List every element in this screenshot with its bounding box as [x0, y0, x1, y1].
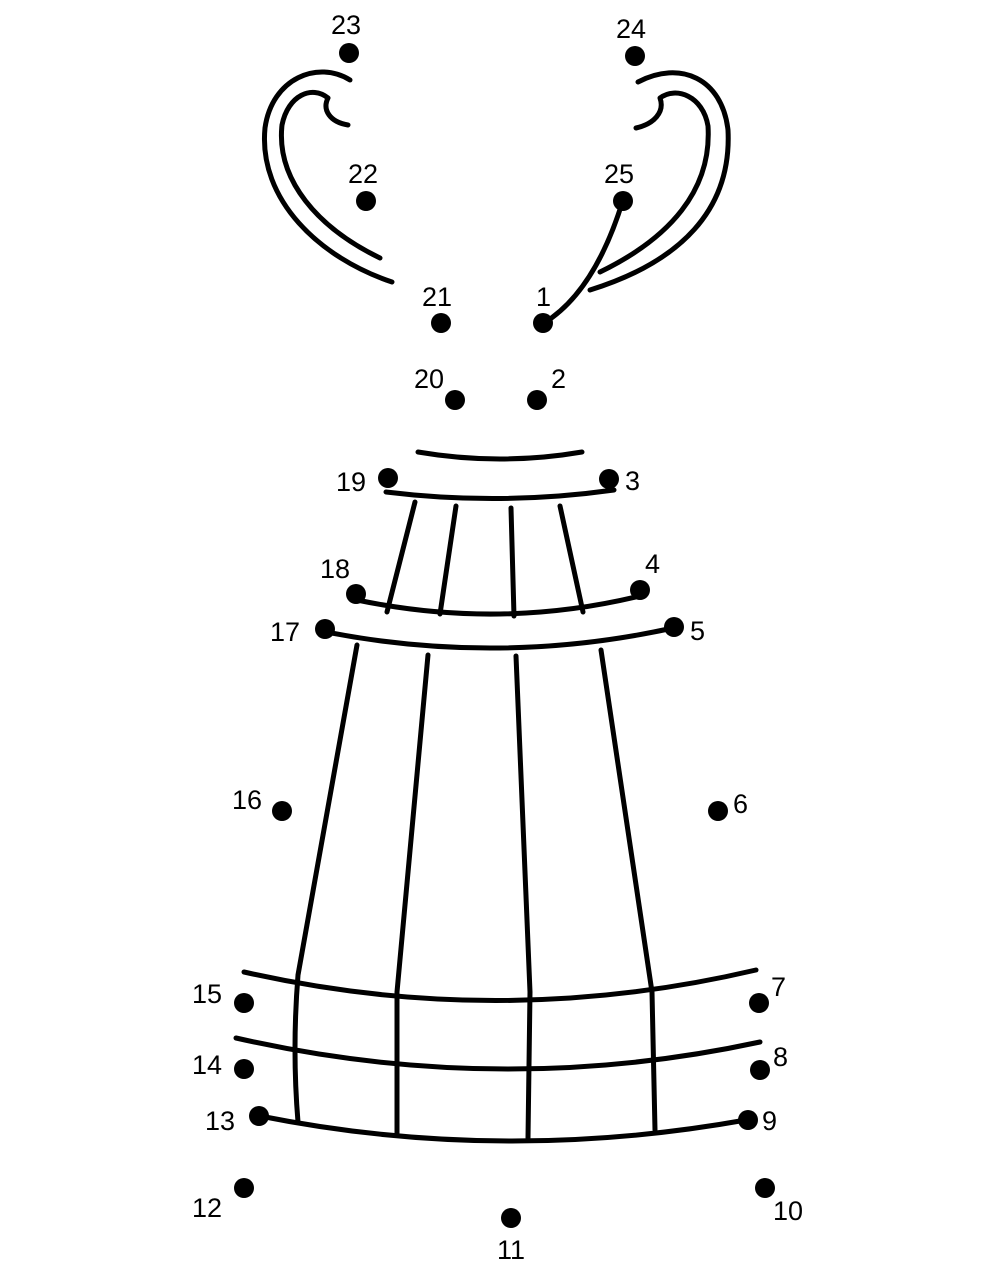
dot-number-label: 23: [331, 10, 361, 40]
dot-point-11: 11: [497, 1208, 525, 1265]
dot-point-6: 6: [708, 789, 748, 821]
dot-number-label: 9: [762, 1106, 777, 1136]
left-handle-outer-line: [261, 69, 395, 285]
dot-point-14: 14: [192, 1050, 254, 1080]
middle-ring-1-line: [354, 593, 643, 617]
dot-point-17: 17: [270, 617, 335, 647]
right-handle-outer-line: [587, 70, 731, 293]
dot-12: [234, 1178, 254, 1198]
dot-number-label: 18: [320, 554, 350, 584]
collar-ring-top-line: [383, 487, 617, 502]
lower-band-2-line: [233, 1035, 763, 1072]
dot-11: [501, 1208, 521, 1228]
dot-point-20: 20: [414, 364, 465, 410]
dot-number-label: 12: [192, 1193, 222, 1223]
dot-point-8: 8: [750, 1042, 788, 1080]
dot-23: [339, 43, 359, 63]
body-stave-4: [598, 647, 658, 1133]
dot-13: [249, 1106, 269, 1126]
dot-point-19: 19: [336, 467, 398, 497]
dot-point-12: 12: [192, 1178, 254, 1223]
dot-number-label: 24: [616, 14, 646, 44]
left-handle-inner-line: [278, 90, 383, 261]
dot-18: [346, 584, 366, 604]
right-handle-inner-line: [597, 90, 711, 275]
dot-number-label: 15: [192, 979, 222, 1009]
dot-25: [613, 191, 633, 211]
dot-number-label: 21: [422, 282, 452, 312]
dot-point-18: 18: [320, 554, 366, 604]
body-stave-2: [394, 652, 431, 1136]
dot-number-label: 13: [205, 1106, 235, 1136]
dot-6: [708, 801, 728, 821]
dot-17: [315, 619, 335, 639]
dot-point-16: 16: [232, 785, 292, 821]
dot-number-label: 17: [270, 617, 300, 647]
dot-5: [664, 617, 684, 637]
dot-point-24: 24: [616, 14, 646, 66]
dot-number-label: 19: [336, 467, 366, 497]
neck-ring-line: [415, 449, 585, 462]
dot-number-label: 5: [690, 616, 705, 646]
dot-24: [625, 46, 645, 66]
dot-16: [272, 801, 292, 821]
dot-1: [533, 313, 553, 333]
dot-number-label: 25: [604, 159, 634, 189]
dot-point-3: 3: [599, 466, 640, 496]
dot-number-label: 11: [497, 1235, 525, 1265]
lower-band-1-line: [241, 967, 759, 1003]
dot-22: [356, 191, 376, 211]
dot-number-label: 3: [625, 466, 640, 496]
dot-8: [750, 1060, 770, 1080]
collar-rib-4: [557, 503, 586, 615]
dot-19: [378, 468, 398, 488]
dot-point-1: 1: [533, 282, 553, 333]
collar-rib-1: [384, 499, 418, 615]
dot-point-25: 25: [604, 159, 634, 211]
dot-number-label: 16: [232, 785, 262, 815]
dot-14: [234, 1059, 254, 1079]
dot-9: [738, 1110, 758, 1130]
dot-point-13: 13: [205, 1106, 269, 1136]
dot-point-2: 2: [527, 364, 566, 410]
dot-3: [599, 469, 619, 489]
dot-10: [755, 1178, 775, 1198]
collar-rib-2: [437, 503, 459, 617]
dot-number-label: 2: [551, 364, 566, 394]
dot-point-4: 4: [630, 549, 660, 600]
body-stave-3: [513, 653, 533, 1141]
dot-point-21: 21: [422, 282, 452, 333]
trophy-guide-lines: [233, 69, 763, 1144]
middle-ring-2-line: [323, 625, 676, 651]
dot-point-15: 15: [192, 979, 254, 1013]
dot-point-9: 9: [738, 1106, 777, 1136]
dot-15: [234, 993, 254, 1013]
dot-7: [749, 993, 769, 1013]
dot-20: [445, 390, 465, 410]
dot-number-label: 10: [773, 1196, 803, 1226]
dot-number-label: 14: [192, 1050, 222, 1080]
dot-point-10: 10: [755, 1178, 803, 1226]
dot-number-label: 7: [771, 972, 786, 1002]
dot-point-23: 23: [331, 10, 361, 63]
dot-number-label: 6: [733, 789, 748, 819]
dot-point-7: 7: [749, 972, 786, 1013]
dot-21: [431, 313, 451, 333]
dot-number-label: 4: [645, 549, 660, 579]
right-handle-connector-line: [541, 197, 626, 326]
dot-point-5: 5: [664, 616, 705, 646]
dot-number-label: 22: [348, 159, 378, 189]
dot-number-label: 8: [773, 1042, 788, 1072]
collar-rib-3: [508, 505, 517, 619]
dot-point-22: 22: [348, 159, 378, 211]
dot-number-label: 20: [414, 364, 444, 394]
base-band-line: [257, 1113, 749, 1144]
dot-number-label: 1: [536, 282, 551, 312]
dot-4: [630, 580, 650, 600]
dot-2: [527, 390, 547, 410]
